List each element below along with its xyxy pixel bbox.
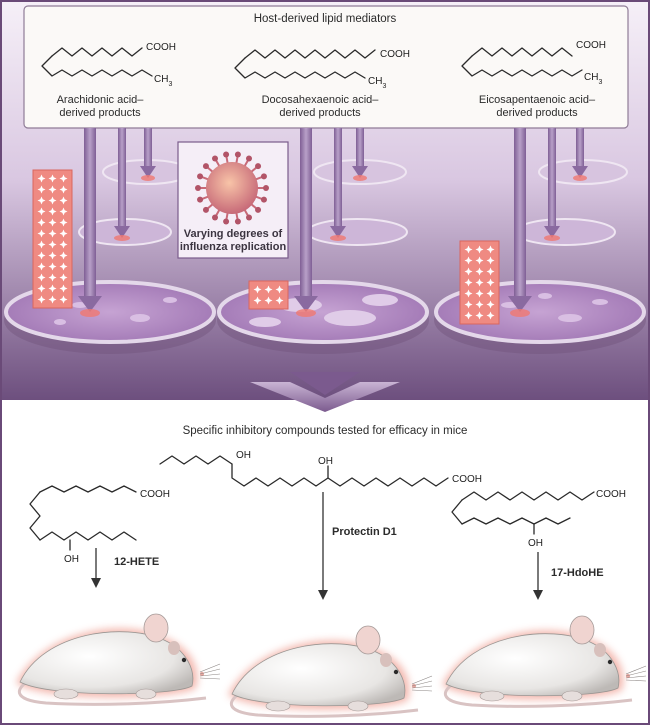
lipid3-label-line2: derived products (496, 107, 578, 119)
lipid2-ch3: CH3 (368, 76, 386, 90)
plaque-grid-3 (459, 240, 500, 325)
label-12-hete: 12-HETE (114, 556, 159, 568)
plaque-grid-1 (32, 169, 73, 309)
hdohe-oh: OH (528, 538, 543, 549)
lipid-box (23, 5, 629, 129)
hete-oh: OH (64, 554, 79, 565)
docosahexaenoic-structure: COOH CH3 (234, 49, 410, 90)
lipid3-ch3: CH3 (584, 72, 602, 86)
label-protectin-d1: Protectin D1 (332, 526, 397, 538)
mouse-3 (442, 615, 647, 708)
lipid1-label-line2: derived products (59, 107, 141, 119)
lipid1-ch3: CH3 (154, 74, 172, 88)
plaque-grid-2 (248, 280, 289, 310)
lipid3-cooh: COOH (576, 40, 606, 51)
protectin-oh-1: OH (236, 450, 251, 461)
lipid1-label-line1: Arachidonic acid– (57, 94, 145, 106)
mice (16, 613, 647, 718)
target-spots (80, 175, 587, 317)
lipid2-cooh: COOH (380, 49, 410, 60)
label-17-hdohe: 17-HdoHE (551, 567, 604, 579)
eicosapentaenoic-structure: COOH CH3 (461, 40, 606, 86)
hdohe-cooh: COOH (596, 489, 626, 500)
merge-arrow-tip (290, 372, 360, 395)
merge-arrow (250, 382, 400, 412)
petri-dishes (4, 280, 646, 354)
virus-label-line2: influenza replication (180, 241, 287, 253)
lipid1-cooh: COOH (146, 42, 176, 53)
protectin-d1-structure: OH OH COOH (159, 450, 482, 487)
hete-cooh: COOH (140, 489, 170, 500)
plaque-grids (32, 169, 500, 325)
virus-callout: Varying degrees of influenza replication (177, 141, 289, 259)
compound-arrows (91, 492, 543, 600)
compounds-title: Specific inhibitory compounds tested for… (183, 425, 468, 437)
lipid2-label-line1: Docosahexaenoic acid– (262, 94, 380, 106)
mediator-arrows (78, 128, 588, 312)
mouse-2 (228, 625, 433, 718)
lipid-box-title: Host-derived lipid mediators (254, 13, 397, 25)
17-hdohe-structure: COOH OH (451, 489, 626, 549)
protectin-oh-2: OH (318, 456, 333, 467)
lipid3-label-line1: Eicosapentaenoic acid– (479, 94, 596, 106)
mouse-1 (16, 613, 221, 706)
virus-label-line1: Varying degrees of (184, 228, 283, 240)
lipid2-label-line2: derived products (279, 107, 361, 119)
protectin-cooh: COOH (452, 474, 482, 485)
arachidonic-structure: COOH CH3 (41, 42, 176, 88)
12-hete-structure: COOH OH (29, 485, 170, 565)
